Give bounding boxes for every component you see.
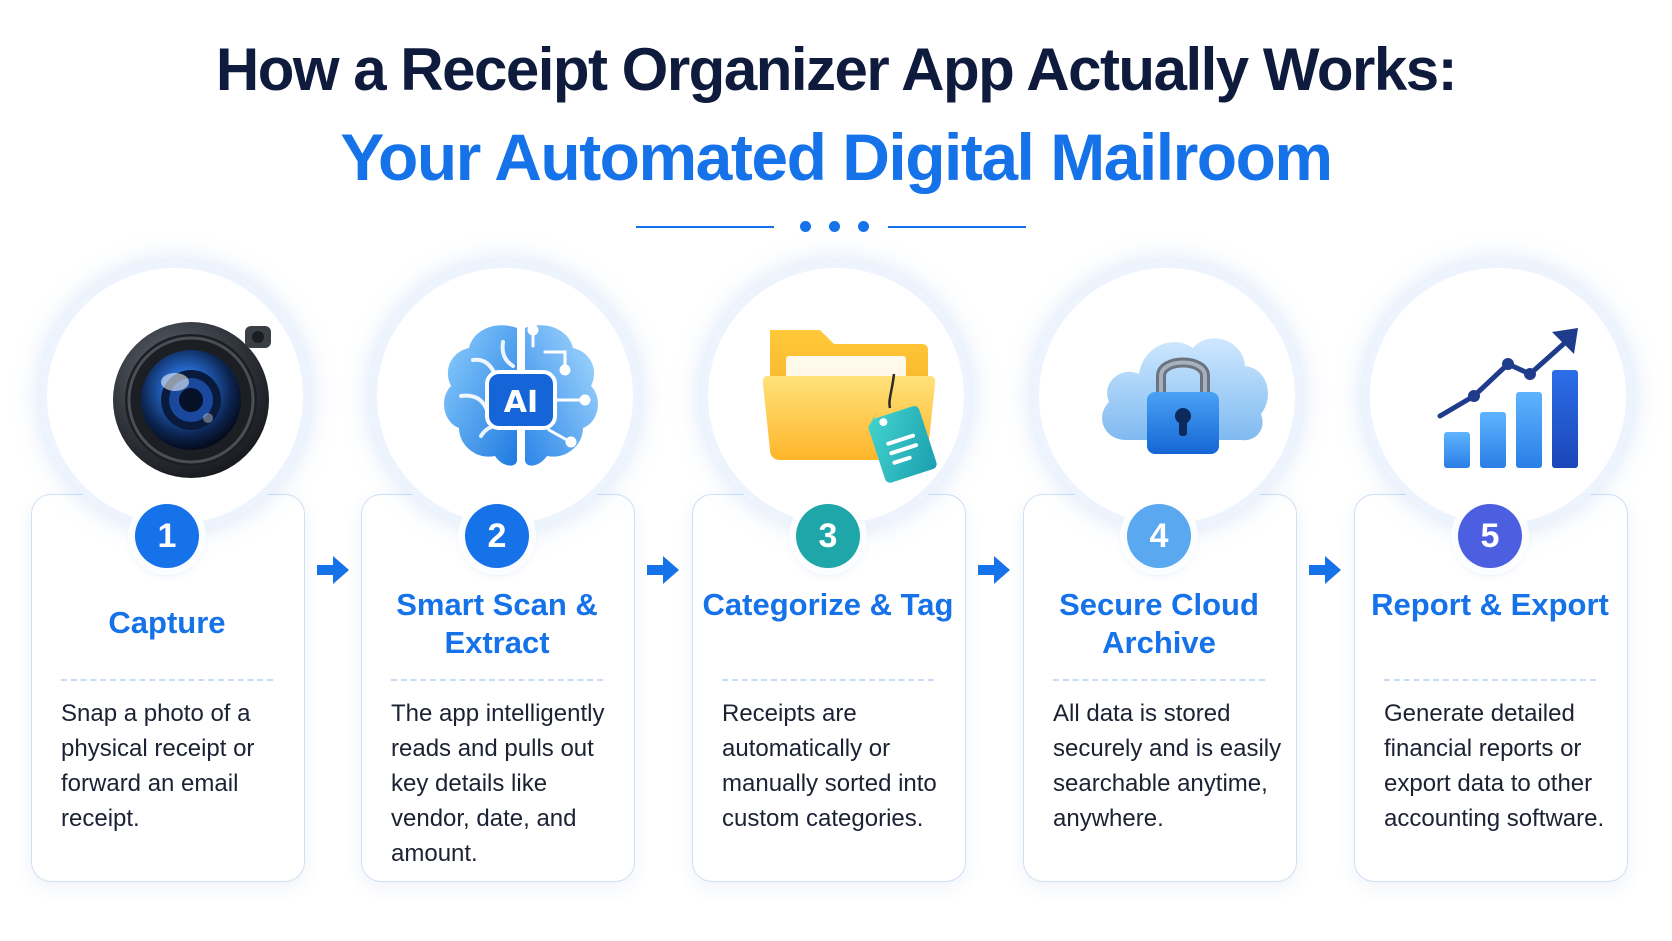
step-categorize: 3 Categorize & Tag Receipts are automati… (692, 268, 992, 893)
step-title: Capture (108, 605, 226, 640)
icon-ring: AI (377, 268, 633, 524)
dashed-divider (722, 679, 934, 681)
dashed-divider (1053, 679, 1265, 681)
arrow-right-icon (317, 556, 349, 584)
step-description: The app intelligently reads and pulls ou… (391, 700, 605, 867)
icon-ring (1039, 268, 1295, 524)
growth-chart-icon (1437, 328, 1578, 468)
arrow-right-icon (978, 556, 1010, 584)
divider-dots (800, 221, 870, 233)
cloud-lock-icon (1102, 338, 1268, 454)
step-capture: 1 Capture Snap a photo of a physical rec… (31, 268, 331, 893)
step-secure-cloud: 4 Secure Cloud Archive All data is store… (1023, 268, 1323, 893)
step-description: Snap a photo of a physical receipt or fo… (61, 700, 255, 832)
divider-line-right (888, 226, 1026, 228)
step-number-badge: 5 (1458, 504, 1522, 568)
step-title: Smart Scan & Extract (396, 587, 598, 660)
step-number-badge: 3 (796, 504, 860, 568)
step-number-badge: 2 (465, 504, 529, 568)
step-title: Report & Export (1371, 587, 1609, 622)
step-report-export: 5 Report & Export Generate detailed fina… (1354, 268, 1654, 893)
page-title: How a Receipt Organizer App Actually Wor… (215, 36, 1458, 103)
step-description: All data is stored securely and is easil… (1053, 700, 1282, 832)
dashed-divider (61, 679, 273, 681)
camera-lens-icon (113, 322, 271, 478)
step-number-badge: 4 (1127, 504, 1191, 568)
step-title: Secure Cloud Archive (1059, 587, 1259, 660)
icon-ring (47, 268, 303, 524)
arrow-right-icon (647, 556, 679, 584)
ai-brain-icon: AI (444, 324, 598, 466)
step-number-badge: 1 (135, 504, 199, 568)
step-description: Generate detailed financial reports or e… (1384, 700, 1605, 832)
step-title: Categorize & Tag (702, 587, 954, 622)
arrow-right-icon (1309, 556, 1341, 584)
folder-tag-icon (762, 330, 937, 483)
ai-label: AI (504, 385, 538, 420)
dashed-divider (1384, 679, 1596, 681)
page-subtitle: Your Automated Digital Mailroom (340, 120, 1333, 194)
dashed-divider (391, 679, 603, 681)
icon-ring (1370, 268, 1626, 524)
icon-ring (708, 268, 964, 524)
step-description: Receipts are automatically or manually s… (722, 700, 937, 832)
divider-line-left (636, 226, 774, 228)
step-smart-scan: AI 2 Smart Scan & Extract The app intell… (361, 268, 661, 893)
